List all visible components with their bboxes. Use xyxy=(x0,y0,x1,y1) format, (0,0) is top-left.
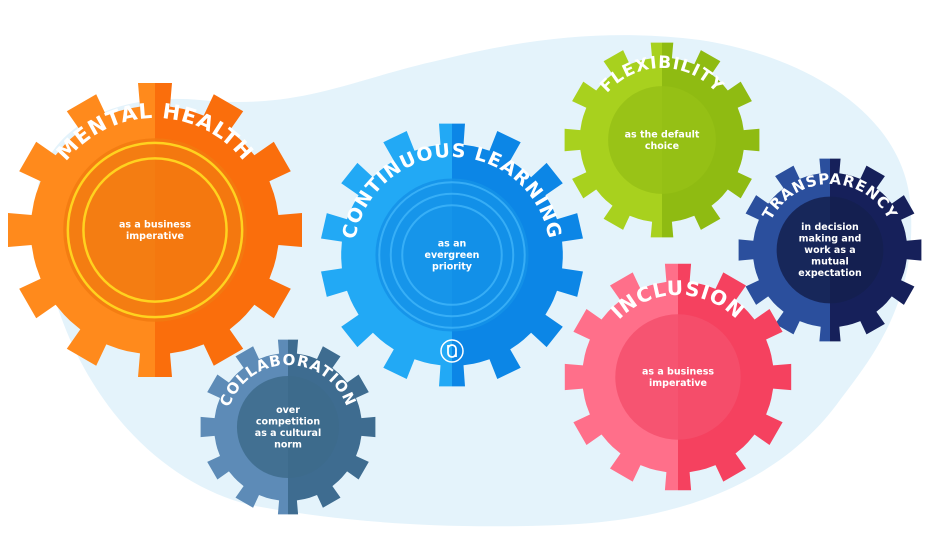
decorative-ring xyxy=(82,157,228,303)
gear-subtitle-line: expectation xyxy=(798,268,862,279)
gear-subtitle-line: as a business xyxy=(642,366,714,377)
gear-subtitle-line: in decision xyxy=(801,222,859,233)
decorative-ring xyxy=(378,181,526,329)
gear-hub xyxy=(236,375,340,479)
gear-subtitle-line: norm xyxy=(274,439,302,450)
gear-subtitle-line: mutual xyxy=(811,257,849,268)
decorative-ring xyxy=(389,192,515,318)
gear-subtitle-line: work as a xyxy=(804,245,855,256)
brand-logo-icon xyxy=(440,339,464,363)
gear-subtitle-line: as a business xyxy=(119,219,191,230)
gear-subtitle-line: imperative xyxy=(649,378,707,389)
gear-subtitle-line: making and xyxy=(799,234,862,245)
decorative-ring xyxy=(66,141,244,319)
gear-hub xyxy=(776,196,884,304)
gear-hub xyxy=(608,86,716,194)
gear-hub xyxy=(615,314,741,440)
gear-subtitle-line: choice xyxy=(645,141,679,152)
gear-subtitle-line: imperative xyxy=(126,231,184,242)
gear-subtitle-line: evergreen xyxy=(425,250,480,261)
decorative-ring xyxy=(401,204,503,306)
gear-hub xyxy=(375,178,529,332)
gear-subtitle-line: competition xyxy=(256,416,320,427)
gear-subtitle-line: over xyxy=(276,405,300,416)
gear-subtitle-line: priority xyxy=(432,262,473,273)
gear-subtitle-line: as an xyxy=(438,239,467,250)
gear-subtitle-line: as a cultural xyxy=(255,428,321,439)
gear-subtitle-line: as the default xyxy=(625,129,700,140)
gear-hub xyxy=(63,138,247,322)
